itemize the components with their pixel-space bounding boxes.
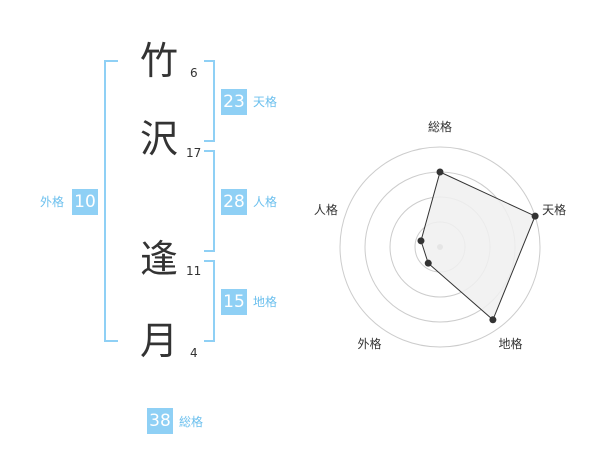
radar-axis-label-1: 総格 bbox=[428, 119, 452, 134]
soukaku-value: 38 bbox=[147, 408, 173, 434]
stroke-count-3: 11 bbox=[186, 264, 202, 278]
radar-point-3 bbox=[489, 316, 497, 324]
radar-ring bbox=[339, 146, 541, 348]
name-char-4: 月 bbox=[140, 319, 179, 363]
radar-point-1 bbox=[436, 168, 444, 176]
radar-point-5 bbox=[417, 237, 425, 245]
radar-point-4 bbox=[424, 259, 432, 267]
radar-axis-label-4: 外格 bbox=[357, 336, 381, 351]
name-char-3: 逢 bbox=[140, 237, 179, 281]
gaikaku-label: 外格 bbox=[40, 195, 65, 209]
gaikaku-value: 10 bbox=[72, 189, 98, 215]
stroke-count-4: 4 bbox=[190, 346, 198, 360]
tenkaku-value: 23 bbox=[221, 89, 247, 115]
gaikaku-bracket bbox=[104, 60, 118, 342]
tenkaku-label: 天格 bbox=[253, 95, 278, 109]
chikaku-value: 15 bbox=[221, 289, 247, 315]
jinkaku-label: 人格 bbox=[253, 195, 278, 209]
jinkaku-value: 28 bbox=[221, 189, 247, 215]
stroke-count-1: 6 bbox=[190, 66, 198, 80]
name-char-1: 竹 bbox=[140, 39, 179, 83]
jinkaku-bracket bbox=[204, 150, 215, 252]
chikaku-label: 地格 bbox=[253, 295, 278, 309]
chikaku-bracket bbox=[204, 260, 215, 342]
stroke-count-2: 17 bbox=[186, 146, 202, 160]
radar-points bbox=[417, 168, 539, 324]
name-char-2: 沢 bbox=[140, 117, 179, 161]
radar-axis-label-3: 地格 bbox=[499, 336, 523, 351]
soukaku-label: 総格 bbox=[179, 415, 204, 429]
tenkaku-bracket bbox=[204, 60, 215, 142]
radar-axis-label-2: 天格 bbox=[542, 202, 566, 217]
radar-point-2 bbox=[531, 212, 539, 220]
radar-series-area bbox=[420, 171, 536, 321]
radar-axis-label-5: 人格 bbox=[314, 202, 338, 217]
